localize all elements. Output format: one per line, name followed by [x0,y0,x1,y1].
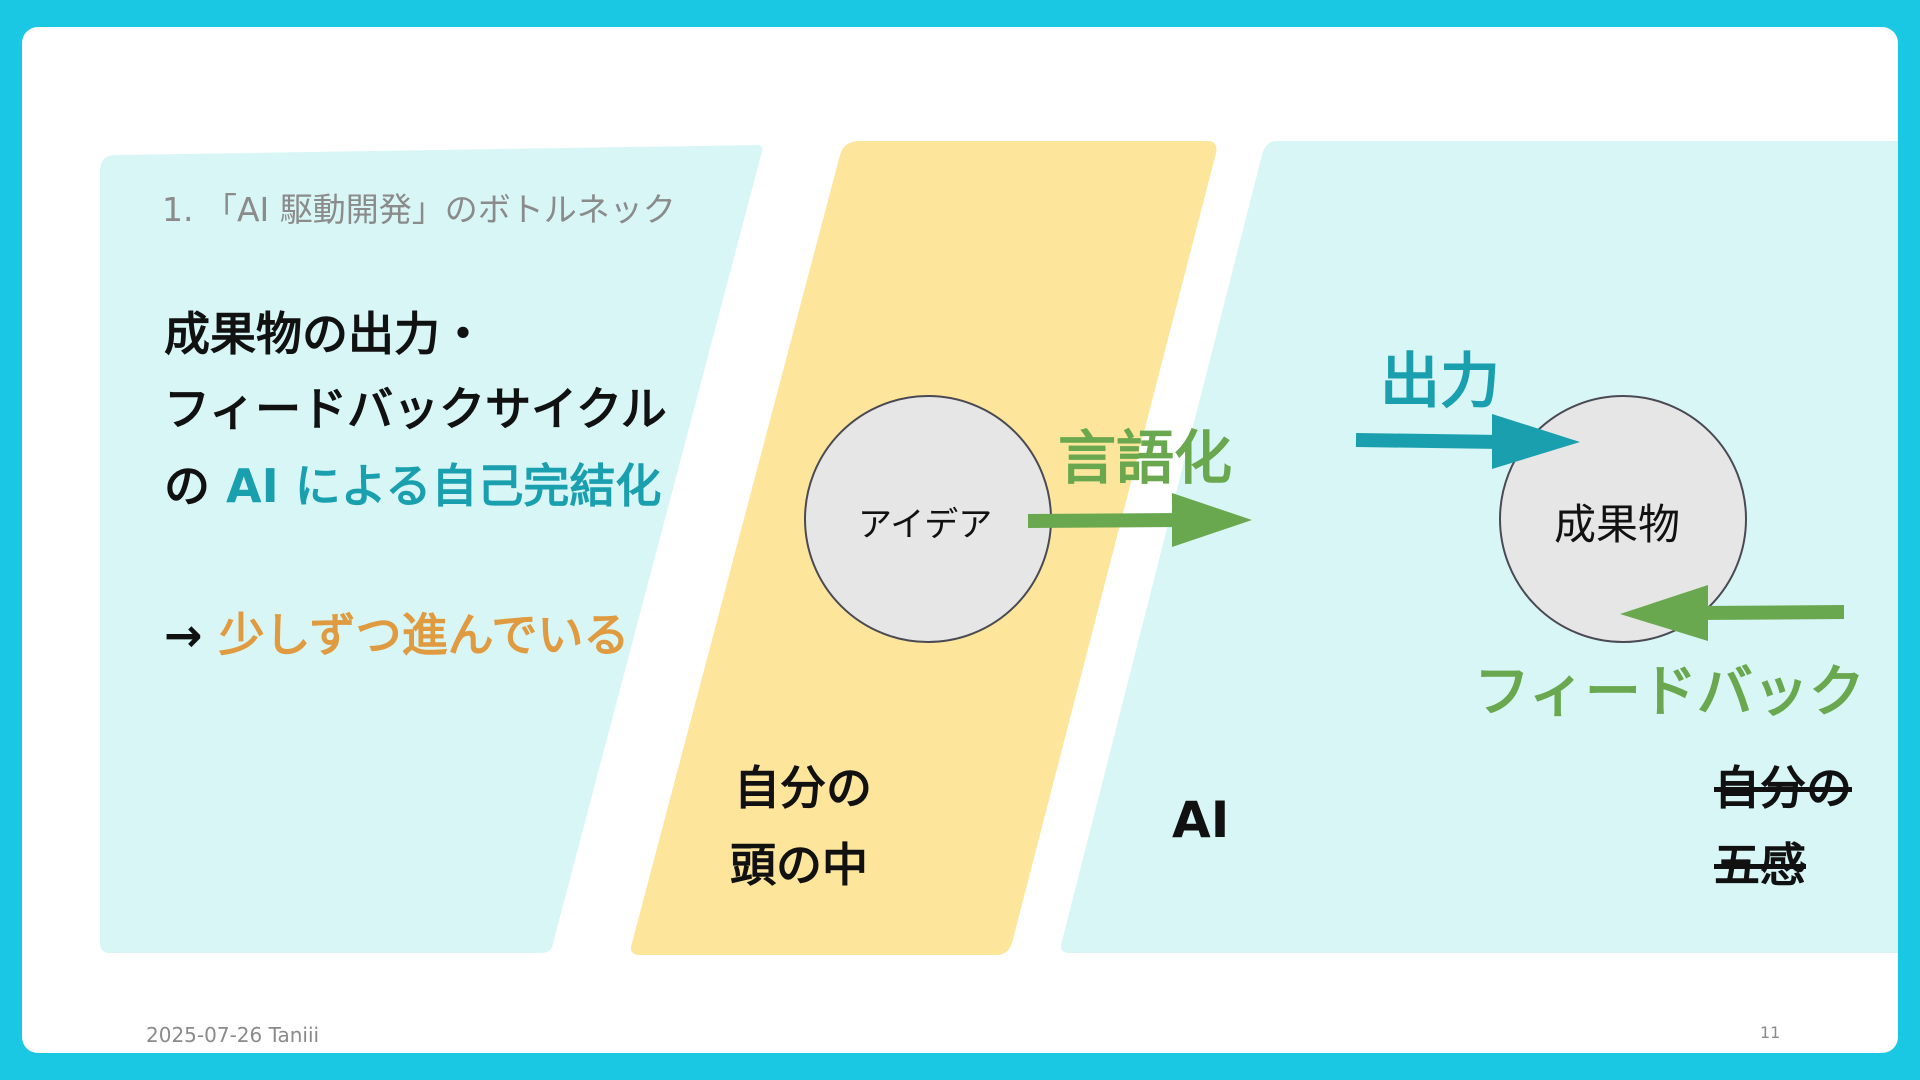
verbalize-label: 言語化 [1058,424,1233,492]
own-head-line-1: 自分の [734,761,872,815]
feedback-arrow-shaft [1697,605,1845,620]
output-arrow-head [1492,414,1580,469]
headline-line-3: の AI による自己完結化 [164,463,661,509]
verbalize-arrow-shaft [1027,513,1183,528]
progress-text: 少しずつ進んでいる [218,608,630,662]
output-arrow-shaft [1355,433,1503,449]
page-number: 11 [1760,1023,1781,1042]
feedback-label: フィードバック [1474,660,1865,725]
footer-date-author: 2025-07-26 Taniii [146,1023,320,1047]
headline-line-2: フィードバックサイクル [164,382,667,436]
left-panel [100,145,762,953]
headline-prefix: の [164,459,227,513]
own-head-line-2: 頭の中 [730,838,868,892]
artifact-circle [1499,395,1747,643]
diagram-canvas [100,141,1898,955]
ai-label: AI [1172,791,1230,849]
headline-line-1: 成果物の出力・ [164,307,486,361]
section-title: 1. 「AI 駆動開発」のボトルネック [162,190,676,229]
own-senses-line-1: 自分の [1714,761,1852,815]
arrow-glyph: → [164,608,219,662]
idea-circle-label: アイデア [858,505,993,545]
own-senses-line-2: 五感 [1714,838,1806,892]
headline-progress: → 少しずつ進んでいる [164,612,629,658]
ai-panel [1061,141,1898,953]
output-label: 出力 [1380,347,1500,417]
artifact-circle-label: 成果物 [1554,500,1681,549]
slide: 1. 「AI 駆動開発」のボトルネック 成果物の出力・ フィードバックサイクル … [22,27,1898,1053]
feedback-arrow-head [1620,585,1708,641]
headline-highlight: AI による自己完結化 [226,459,662,513]
verbalize-arrow-head [1172,493,1252,547]
